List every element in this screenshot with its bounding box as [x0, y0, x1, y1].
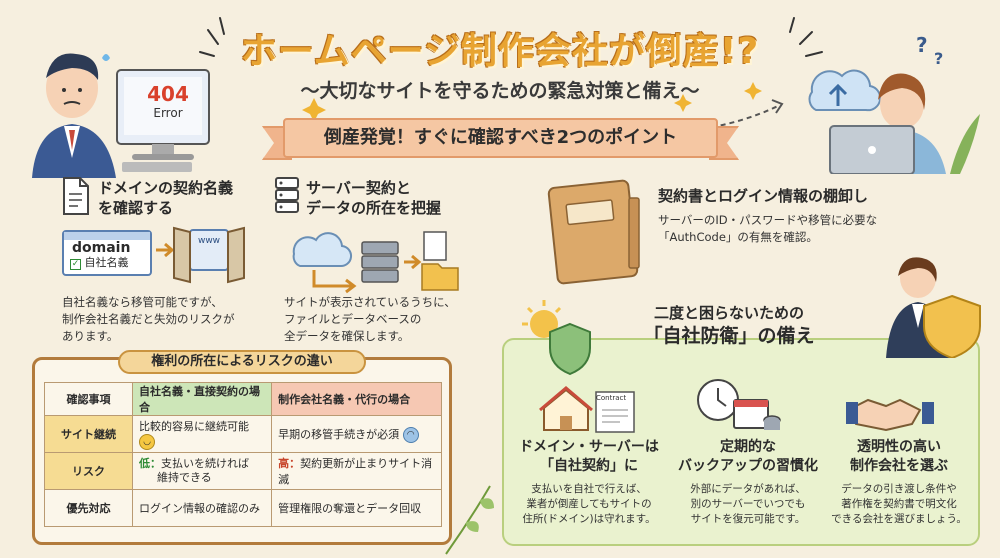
browser-www-label: www	[197, 236, 221, 246]
point2-heading: サーバー契約と データの所在を把握	[306, 179, 442, 217]
table-header-row: 確認事項 自社名義・直接契約の場合 制作会社名義・代行の場合	[44, 382, 442, 416]
worried-face-icon: ◠	[402, 426, 419, 443]
point1-text: 自社名義なら移管可能ですが、 制作会社名義だと失効のリスクが あります。	[62, 295, 235, 343]
open-gate-icon	[173, 226, 245, 284]
risk-table-title: 権利の所在によるリスクの違い	[118, 350, 366, 374]
section-ribbon: 倒産発覚！すぐに確認すべき2つのポイント	[283, 118, 718, 158]
table-cell: 優先対応	[44, 489, 133, 527]
page-title: ホームページ制作会社が倒産!?	[240, 31, 760, 72]
defense-col3-title: 透明性の高い 制作会社を選ぶ	[850, 439, 948, 474]
sparkle-decoration	[199, 17, 823, 120]
handshake-icon	[846, 398, 934, 432]
svg-text:?: ?	[916, 34, 928, 57]
house-contract-icon	[539, 386, 635, 433]
cloud-icon	[292, 232, 352, 268]
star-icon	[302, 98, 326, 120]
defense-col2-title: 定期的な バックアップの習慣化	[678, 439, 818, 474]
keyboard-icon	[122, 162, 192, 172]
woman-laptop-illustration: ? ?	[808, 34, 980, 174]
page-subtitle: 〜大切なサイトを守るための緊急対策と備え〜	[300, 80, 700, 102]
file-icon	[423, 231, 447, 261]
table-header: 確認事項	[44, 382, 133, 416]
check-icon: ✓	[70, 259, 81, 270]
document-icon	[63, 177, 89, 215]
table-cell: 早期の移管手続きが必須 ◠	[271, 415, 442, 453]
sun-shield-icon	[522, 300, 591, 376]
risk-table: 確認事項 自社名義・直接契約の場合 制作会社名義・代行の場合 サイト継続 比較的…	[44, 382, 442, 527]
table-cell: サイト継続	[44, 415, 133, 453]
cloud-upload-icon	[808, 69, 882, 112]
businesswoman-shield-illustration	[886, 257, 981, 358]
defense-col1-title: ドメイン・サーバーは 「自社契約」に	[519, 439, 659, 474]
domain-card: domain ✓ 自社名義	[62, 230, 152, 276]
defense-heading: 二度と困らないための 「自社防衛」の備え	[643, 304, 815, 347]
table-cell: 管理権限の奪還とデータ回収	[271, 489, 442, 527]
table-header: 制作会社名義・代行の場合	[271, 382, 442, 416]
leaf-decoration	[445, 485, 494, 555]
point2-text: サイトが表示されているうちに、 ファイルとデータベースの 全データを確保します。	[284, 295, 456, 343]
table-row: サイト継続 比較的容易に継続可能 ◡ 早期の移管手続きが必須 ◠	[44, 415, 442, 453]
binder-icon	[547, 179, 640, 285]
server-icon	[275, 177, 299, 213]
table-row: リスク 低：支払いを続ければ維持できる 高：契約更新が止まりサイト消滅	[44, 452, 442, 490]
point1-heading: ドメインの契約名義 を確認する	[98, 179, 234, 217]
table-row: 優先対応 ログイン情報の確認のみ 管理権限の奪還とデータ回収	[44, 489, 442, 527]
contract-doc-label: Contract	[596, 394, 627, 402]
defense-col1-text: 支払いを自社で行えば、 業者が倒産してもサイトの 住所(ドメイン)は守れます。	[522, 483, 656, 525]
arrow-right-icon	[156, 242, 175, 258]
table-cell: ログイン情報の確認のみ	[131, 489, 273, 527]
table-cell: 低：支払いを続ければ維持できる	[131, 452, 273, 490]
table-cell: 高：契約更新が止まりサイト消滅	[271, 452, 442, 490]
defense-col3-text: データの引き渡し条件や 著作権を契約書で明文化 できる会社を選びましょう。	[831, 483, 967, 525]
domain-check-label: 自社名義	[84, 256, 129, 269]
contract-heading: 契約書とログイン情報の棚卸し	[658, 187, 869, 205]
clock-calendar-icon	[697, 379, 781, 430]
table-header: 自社名義・直接契約の場合	[131, 382, 273, 416]
worried-man-illustration	[32, 53, 210, 178]
contract-text: サーバーのID・パスワードや移管に必要な 「AuthCode」の有無を確認。	[658, 213, 878, 244]
table-cell: 比較的容易に継続可能 ◡	[131, 415, 273, 453]
svg-text:?: ?	[934, 49, 943, 68]
error-code: 404	[147, 82, 189, 106]
table-cell: リスク	[44, 452, 133, 490]
error-text: Error	[153, 106, 183, 120]
smile-icon: ◡	[139, 434, 155, 450]
domain-label: domain	[72, 240, 131, 256]
folder-icon	[421, 263, 459, 291]
defense-col2-text: 外部にデータがあれば、 別のサーバーでいつでも サイトを復元可能です。	[690, 483, 806, 525]
cloud-to-server-illustration	[292, 231, 459, 294]
defense-panel	[502, 338, 980, 546]
